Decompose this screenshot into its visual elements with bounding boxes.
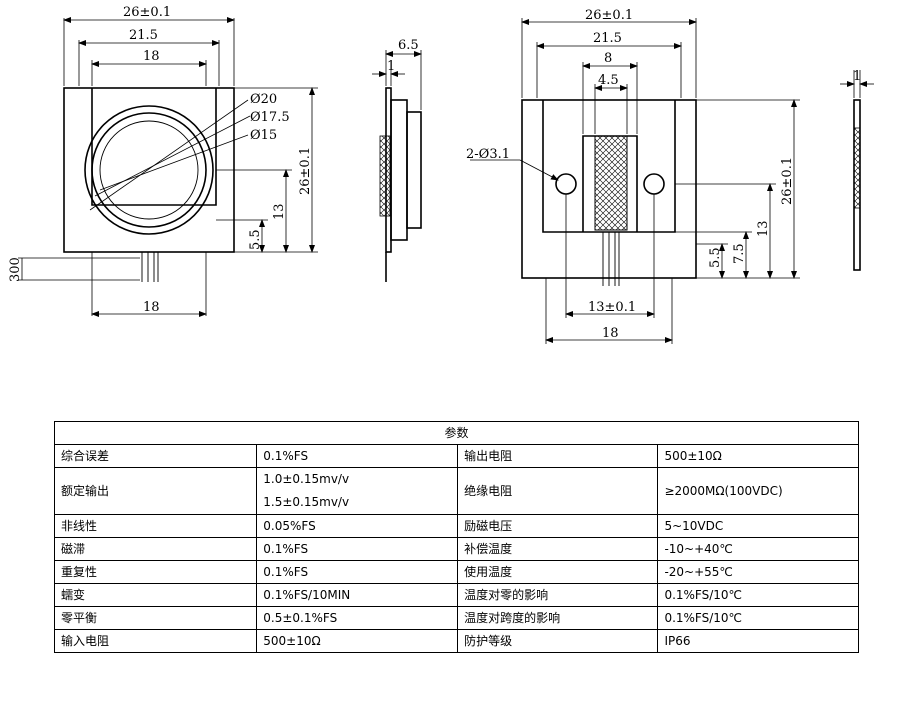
param-value-line: 0.1%FS/10MIN xyxy=(263,588,351,602)
param-name-cell: 蠕变 xyxy=(53,583,258,607)
param-name-cell: 绝缘电阻 xyxy=(457,467,659,515)
param-value-line: 0.1%FS xyxy=(263,565,309,579)
dim-diameter-17-5: Ø17.5 xyxy=(250,110,290,125)
param-value-cell: 0.1%FS xyxy=(256,537,459,561)
dim-thickness-6-5: 6.5 xyxy=(398,38,419,53)
param-value-cell: 1.0±0.15mv/v 1.5±0.15mv/v xyxy=(256,467,459,515)
table-title: 参数 xyxy=(54,421,859,445)
table-title-row: 参数 xyxy=(54,421,859,445)
dim-bottom-18: 18 xyxy=(143,300,160,315)
dim-r-width-4-5: 4.5 xyxy=(598,73,619,88)
dim-cable-300: 300 xyxy=(8,257,23,282)
param-value-line: 1.0±0.15mv/v xyxy=(263,472,350,486)
param-value-cell: -10~+40℃ xyxy=(657,537,859,561)
param-name-cell: 综合误差 xyxy=(53,444,258,468)
param-value-line: 500±10Ω xyxy=(263,634,321,648)
param-name-cell: 温度对零的影响 xyxy=(457,583,659,607)
param-name-cell: 温度对跨度的影响 xyxy=(457,606,659,630)
dim-width-26: 26±0.1 xyxy=(123,5,171,20)
param-value-cell: 500±10Ω xyxy=(256,629,459,653)
param-name-cell: 励磁电压 xyxy=(457,514,659,538)
param-value-line: 0.05%FS xyxy=(263,519,316,533)
param-value-cell: 0.1%FS/10MIN xyxy=(256,583,459,607)
side-view-right: 1 xyxy=(840,69,874,271)
param-name-cell: 额定输出 xyxy=(53,467,258,515)
table-row: 额定输出 1.0±0.15mv/v 1.5±0.15mv/v 绝缘电阻≥2000MΩ(… xyxy=(53,467,859,515)
dim-diameter-20: Ø20 xyxy=(250,92,277,107)
front-view-left: 26±0.1 21.5 18 Ø20 Ø17.5 Ø15 26±0.1 13 5… xyxy=(8,5,318,317)
param-value-cell: 0.05%FS xyxy=(256,514,459,538)
param-value-line: 0.1%FS xyxy=(263,542,309,556)
dim-plate-1: 1 xyxy=(387,59,395,74)
param-name-cell: 防护等级 xyxy=(457,629,659,653)
dim-r-bottom-18: 18 xyxy=(602,326,619,341)
param-value-line: 1.5±0.15mv/v xyxy=(263,495,350,509)
technical-drawing: 26±0.1 21.5 18 Ø20 Ø17.5 Ø15 26±0.1 13 5… xyxy=(8,5,874,344)
dim-width-21-5: 21.5 xyxy=(129,28,158,43)
param-name-cell: 补偿温度 xyxy=(457,537,659,561)
param-value-cell: ≥2000MΩ(100VDC) xyxy=(657,467,859,515)
param-value-cell: 0.5±0.1%FS xyxy=(256,606,459,630)
param-value-cell: 500±10Ω xyxy=(657,444,859,468)
side-view-left: 6.5 1 xyxy=(372,38,422,282)
dim-diameter-15: Ø15 xyxy=(250,128,277,143)
dim-r-width-26: 26±0.1 xyxy=(585,8,633,23)
table-row: 磁滞 0.1%FS 补偿温度-10~+40℃ xyxy=(53,537,859,561)
dim-r-height-7-5: 7.5 xyxy=(732,243,747,264)
param-name-cell: 非线性 xyxy=(53,514,258,538)
param-name-cell: 磁滞 xyxy=(53,537,258,561)
param-value-cell: 0.1%FS xyxy=(256,560,459,584)
param-name-cell: 输出电阻 xyxy=(457,444,659,468)
param-name-cell: 重复性 xyxy=(53,560,258,584)
dim-r-height-26: 26±0.1 xyxy=(780,157,795,205)
param-value-line: 0.1%FS xyxy=(263,449,309,463)
param-value-line: 0.5±0.1%FS xyxy=(263,611,338,625)
param-value-cell: 0.1%FS/10℃ xyxy=(657,606,859,630)
param-value-cell: IP66 xyxy=(657,629,859,653)
dim-holes: 2-Ø3.1 xyxy=(466,147,510,162)
dim-r-width-8: 8 xyxy=(604,51,612,66)
dim-width-18: 18 xyxy=(143,49,160,64)
param-value-cell: 0.1%FS xyxy=(256,444,459,468)
dim-height-26: 26±0.1 xyxy=(298,147,313,195)
dim-height-5-5: 5.5 xyxy=(248,229,263,250)
param-value-cell: -20~+55℃ xyxy=(657,560,859,584)
table-row: 重复性 0.1%FS 使用温度-20~+55℃ xyxy=(53,560,859,584)
front-view-right: 26±0.1 21.5 8 4.5 2-Ø3.1 26±0.1 13 7.5 5… xyxy=(466,8,800,344)
dim-r-plate-1: 1 xyxy=(853,69,861,84)
param-value-cell: 0.1%FS/10℃ xyxy=(657,583,859,607)
dim-r-hole-pitch-13: 13±0.1 xyxy=(588,300,636,315)
param-name-cell: 输入电阻 xyxy=(53,629,258,653)
dim-r-width-21-5: 21.5 xyxy=(593,31,622,46)
param-name-cell: 零平衡 xyxy=(53,606,258,630)
param-name-cell: 使用温度 xyxy=(457,560,659,584)
dim-r-height-5-5: 5.5 xyxy=(708,247,723,268)
param-value-cell: 5~10VDC xyxy=(657,514,859,538)
dim-r-height-13: 13 xyxy=(756,220,771,237)
dim-height-13: 13 xyxy=(272,203,287,220)
